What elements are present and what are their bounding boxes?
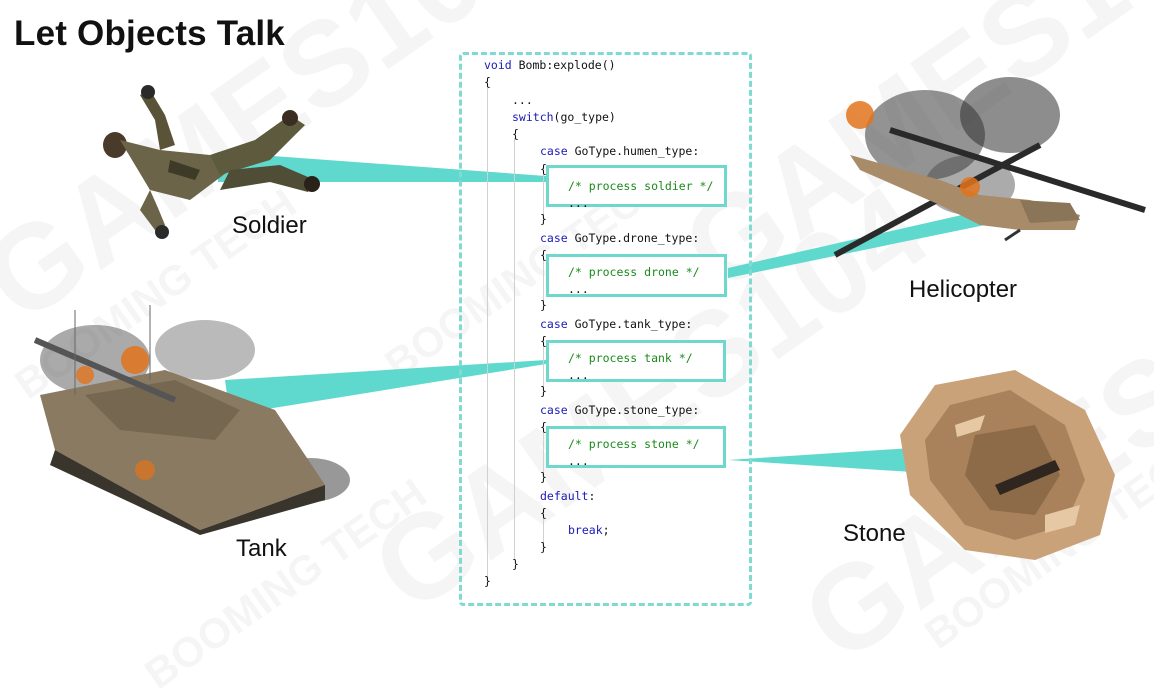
tank-image	[33, 305, 350, 535]
code-line-brace: {	[540, 248, 547, 262]
code-text: GoType.drone_type:	[567, 231, 700, 245]
code-keyword: case	[540, 403, 568, 417]
code-line-case-humen: case GoType.humen_type:	[540, 144, 699, 158]
soldier-image	[103, 85, 320, 239]
indent-guide	[487, 88, 488, 576]
code-text: Bomb:explode()	[511, 58, 616, 72]
code-comment-tank: /* process tank */	[568, 351, 693, 365]
code-line-case-stone: case GoType.stone_type:	[540, 403, 699, 417]
code-line-brace: {	[512, 127, 519, 141]
code-line-brace: {	[540, 334, 547, 348]
code-line-ellipsis: ...	[512, 93, 533, 107]
code-keyword: case	[540, 144, 568, 158]
code-text: :	[588, 489, 596, 503]
code-comment-soldier: /* process soldier */	[568, 179, 714, 193]
helicopter-image	[833, 77, 1146, 258]
code-line-brace: }	[540, 540, 547, 554]
code-line-brace: }	[512, 557, 519, 571]
stone-image	[900, 370, 1115, 560]
code-keyword: break	[568, 523, 603, 537]
code-line-default: default:	[540, 489, 595, 503]
indent-guide	[543, 516, 544, 548]
code-keyword: default	[540, 489, 589, 503]
code-line-case-tank: case GoType.tank_type:	[540, 317, 692, 331]
code-text: GoType.tank_type:	[567, 317, 693, 331]
highlight-box-stone	[546, 426, 726, 468]
code-line-case-drone: case GoType.drone_type:	[540, 231, 699, 245]
code-line-brace: {	[484, 75, 491, 89]
code-comment-drone: /* process drone */	[568, 265, 700, 279]
page-title: Let Objects Talk	[14, 14, 285, 53]
code-line-brace: {	[540, 162, 547, 176]
code-line-brace: }	[540, 298, 547, 312]
highlight-box-soldier	[546, 165, 727, 207]
code-line-brace: {	[540, 420, 547, 434]
indent-guide	[543, 172, 544, 220]
code-line-break: break;	[568, 523, 610, 537]
code-text: (go_type)	[553, 110, 616, 124]
code-line-brace: }	[540, 212, 547, 226]
code-frame	[459, 52, 752, 606]
tank-beam	[225, 360, 546, 415]
code-line-ellipsis: ...	[568, 282, 589, 296]
highlight-box-tank	[546, 340, 726, 382]
code-text: GoType.humen_type:	[567, 144, 700, 158]
indent-guide	[543, 430, 544, 478]
code-keyword: switch	[512, 110, 554, 124]
code-line-brace: }	[540, 470, 547, 484]
code-line-brace: }	[484, 574, 491, 588]
highlight-box-drone	[546, 254, 727, 297]
code-line-ellipsis: ...	[568, 196, 589, 210]
code-line-brace: }	[540, 384, 547, 398]
code-text: ;	[602, 523, 610, 537]
code-line-brace: {	[540, 506, 547, 520]
code-keyword: case	[540, 231, 568, 245]
indent-guide	[543, 344, 544, 392]
code-keyword: void	[484, 58, 512, 72]
code-text: GoType.stone_type:	[567, 403, 700, 417]
stone-label: Stone	[843, 520, 906, 547]
stone-beam	[728, 448, 912, 472]
code-line-ellipsis: ...	[568, 368, 589, 382]
indent-guide	[543, 258, 544, 306]
code-line-switch: switch(go_type)	[512, 110, 616, 124]
indent-guide	[514, 138, 515, 560]
tank-label: Tank	[236, 535, 287, 562]
code-keyword: case	[540, 317, 568, 331]
helicopter-label: Helicopter	[909, 276, 1018, 303]
code-comment-stone: /* process stone */	[568, 437, 700, 451]
soldier-label: Soldier	[232, 212, 307, 239]
code-line-signature: void Bomb:explode()	[484, 58, 616, 72]
code-line-ellipsis: ...	[568, 454, 589, 468]
